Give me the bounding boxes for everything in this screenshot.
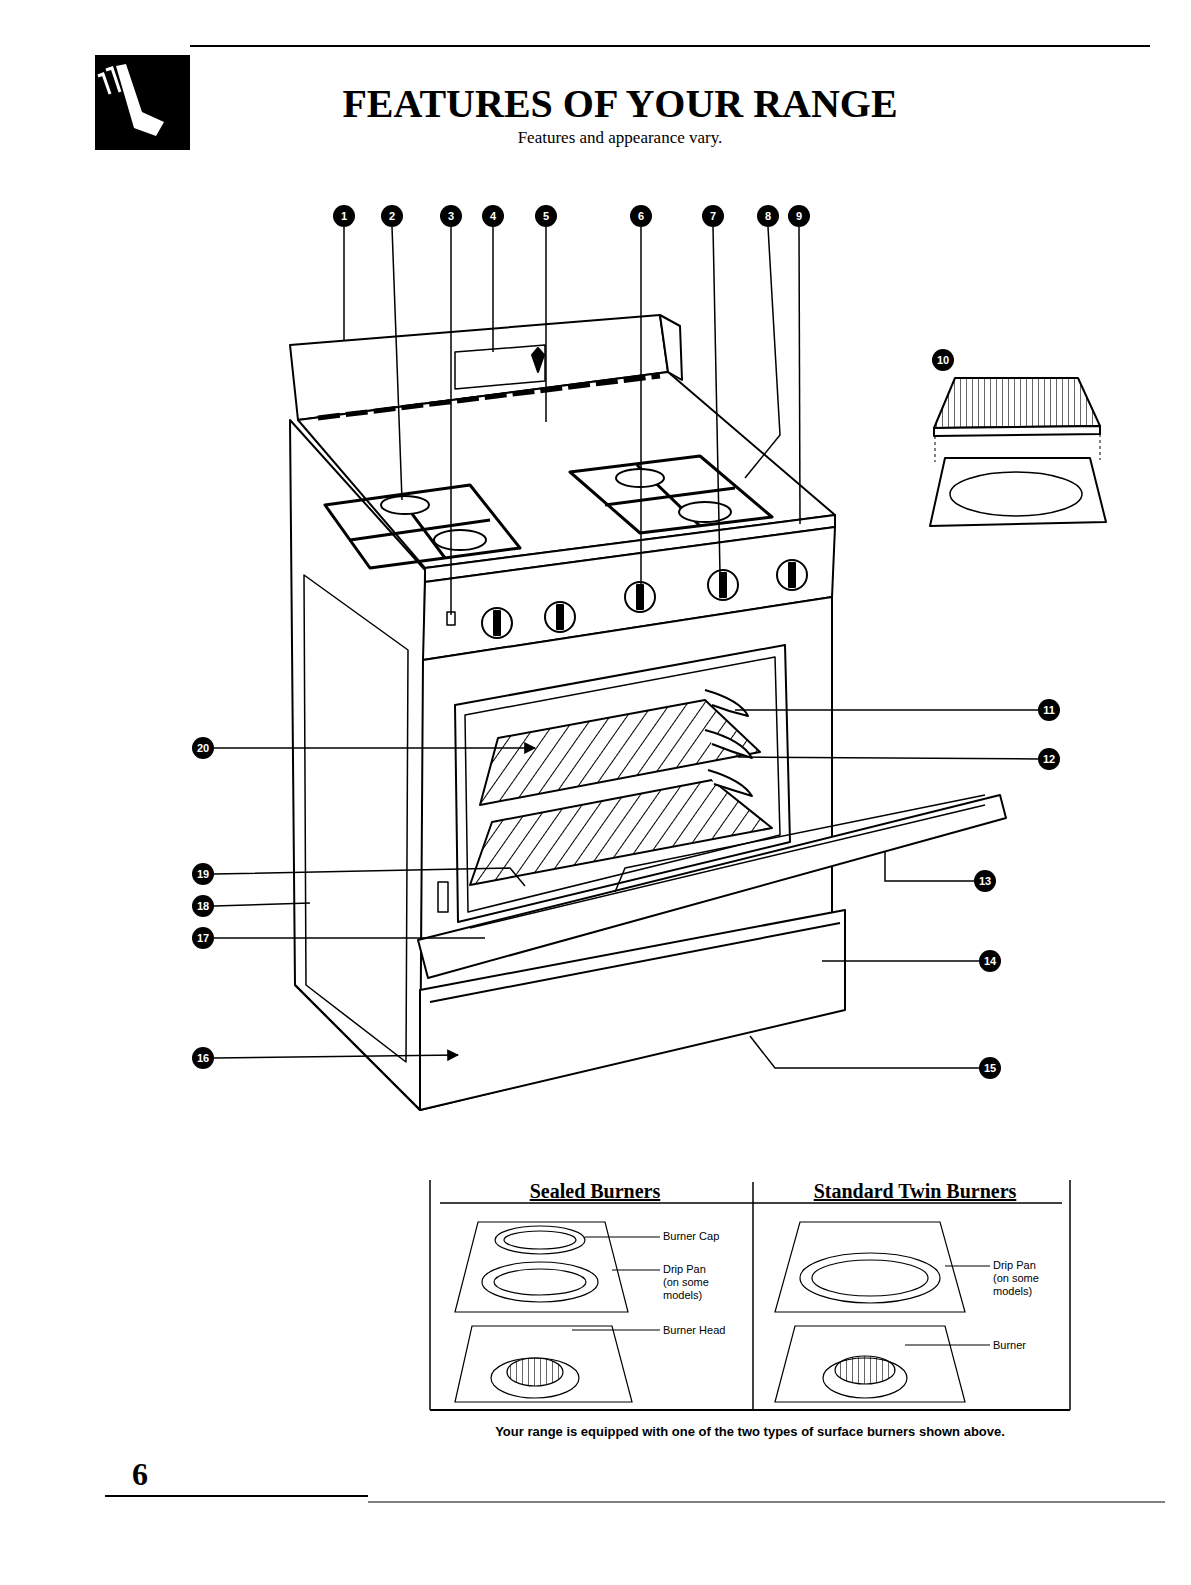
page-title: FEATURES OF YOUR RANGE [342,80,897,127]
callout-number: 17 [192,927,214,949]
callout-number: 8 [757,205,779,227]
callout-number: 11 [1038,699,1060,721]
callout-number: 7 [702,205,724,227]
callout-number: 10 [932,349,954,371]
page-number: 6 [132,1456,148,1493]
callout-number: 18 [192,895,214,917]
callout-number: 14 [979,950,1001,972]
callout-number: 15 [979,1057,1001,1079]
callout-number: 20 [192,737,214,759]
callout-number: 5 [535,205,557,227]
table-heading: Standard Twin Burners [814,1180,1017,1203]
callout-number: 19 [192,863,214,885]
callout-number: 13 [974,870,996,892]
callout-number: 16 [192,1047,214,1069]
callout-number: 1 [333,205,355,227]
subtitle: Features and appearance vary. [518,128,723,148]
part-label: Burner [993,1339,1026,1352]
callout-number: 2 [381,205,403,227]
callout-number: 12 [1038,748,1060,770]
part-label: Burner Head [663,1324,725,1337]
callout-number: 6 [630,205,652,227]
table-heading: Sealed Burners [530,1180,661,1203]
table-caption: Your range is equipped with one of the t… [495,1424,1005,1439]
callout-number: 4 [482,205,504,227]
part-label: Drip Pan (on some models) [663,1263,721,1302]
callout-number: 3 [440,205,462,227]
part-label: Burner Cap [663,1230,719,1243]
part-label: Drip Pan (on some models) [993,1259,1051,1298]
callout-number: 9 [788,205,810,227]
